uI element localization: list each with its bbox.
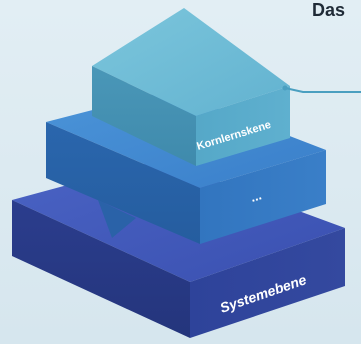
layer-top	[92, 8, 290, 166]
layer-bottom-front-face	[190, 228, 345, 338]
connector-dot	[282, 85, 288, 91]
layer-top-top-face	[92, 8, 290, 116]
connector-line	[284, 87, 361, 93]
layer-middle-label: ...	[248, 187, 263, 205]
layer-bottom-left-face	[12, 200, 190, 338]
layer-middle-front-face	[200, 150, 326, 244]
layer-top-front-face	[196, 86, 290, 166]
diagram-title: Das	[312, 0, 346, 20]
layer-middle-tail	[98, 200, 136, 238]
layer-top-left-face	[92, 66, 196, 166]
layer-middle-left-face	[46, 122, 200, 244]
